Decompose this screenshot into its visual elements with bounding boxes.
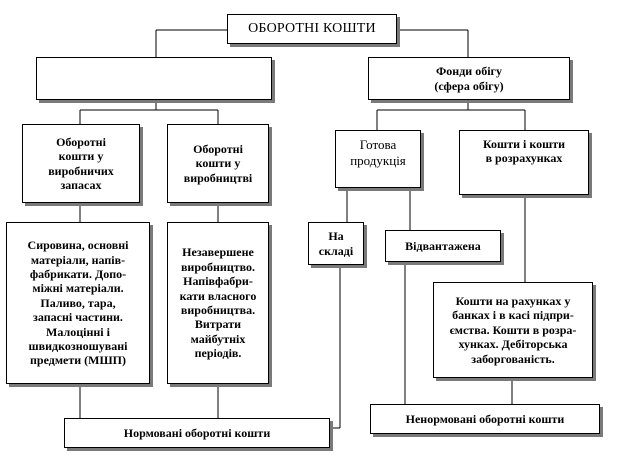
in-warehouse-box: На складі — [308, 222, 364, 265]
unnormalized-box: Ненормовані оборотні кошти — [370, 404, 600, 434]
root-label: ОБОРОТНІ КОШТИ — [248, 20, 376, 36]
shipped-box: Відвантажена — [385, 230, 501, 262]
production-list-text: Незавершене виробництво. Напівфабри- кат… — [179, 245, 257, 361]
fund-circulation-box: Фонди обігу (сфера обігу) — [368, 57, 570, 100]
left-group-box — [36, 57, 272, 100]
finished-products-box: Готова продукція — [335, 130, 421, 188]
funds-in-settlements-box: Кошти і кошти в розрахунках — [459, 130, 589, 195]
working-capital-reserves-box: Оборотні кошти у виробничих запасах — [22, 124, 140, 203]
working-capital-production-box: Оборотні кошти у виробництві — [167, 124, 269, 203]
working-capital-reserves-label: Оборотні кошти у виробничих запасах — [48, 134, 114, 192]
bank-accounts-text: Кошти на рахунках у банках і в касі підп… — [449, 294, 577, 366]
root-box: ОБОРОТНІ КОШТИ — [227, 14, 397, 44]
reserves-list-box: Сировина, основні матеріали, напів- фабр… — [6, 222, 150, 384]
in-warehouse-label: На складі — [318, 229, 354, 258]
production-list-box: Незавершене виробництво. Напівфабри- кат… — [167, 222, 269, 384]
working-capital-production-label: Оборотні кошти у виробництві — [183, 141, 253, 185]
fund-circulation-label: Фонди обігу (сфера обігу) — [434, 64, 504, 93]
funds-in-settlements-label: Кошти і кошти в розрахунках — [482, 137, 566, 166]
shipped-label: Відвантажена — [405, 238, 481, 253]
reserves-list-text: Сировина, основні матеріали, напів- фабр… — [27, 238, 129, 368]
normalized-label: Нормовані оборотні кошти — [123, 425, 271, 440]
normalized-box: Нормовані оборотні кошти — [64, 418, 330, 448]
bank-accounts-box: Кошти на рахунках у банках і в касі підп… — [433, 282, 593, 378]
finished-products-label: Готова продукція — [350, 137, 406, 168]
unnormalized-label: Ненормовані оборотні кошти — [405, 411, 565, 426]
